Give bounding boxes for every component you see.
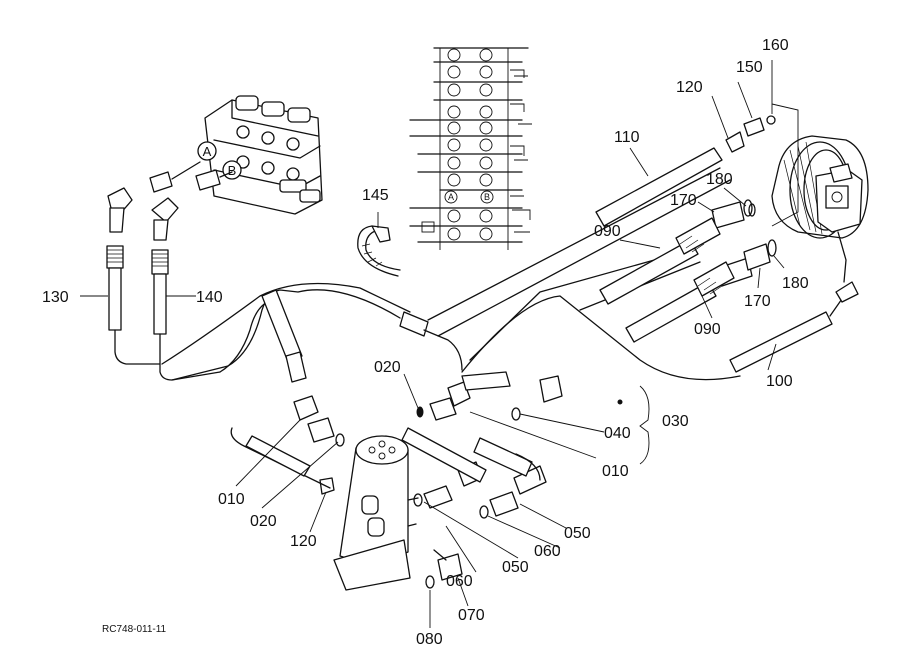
label-170-right: 170 <box>744 293 771 310</box>
label-080: 080 <box>416 631 443 648</box>
label-140: 140 <box>196 289 223 306</box>
tube-110 <box>595 147 723 227</box>
label-010-right: 010 <box>602 463 629 480</box>
reference-code: RC748-011-11 <box>102 624 167 635</box>
tube-090-lower <box>625 261 735 343</box>
label-010-left: 010 <box>218 491 245 508</box>
swivel-fittings <box>230 371 623 589</box>
label-070: 070 <box>458 607 485 624</box>
label-180-right: 180 <box>782 275 809 292</box>
port-a-marker <box>197 141 217 161</box>
travel-motor <box>771 103 869 283</box>
circuit-schematic: A B <box>409 47 532 250</box>
label-120-top: 120 <box>676 79 703 96</box>
valve-fittings <box>107 161 233 241</box>
pipe-lines <box>161 167 741 383</box>
label-060-right: 060 <box>534 543 561 560</box>
label-020-left: 020 <box>250 513 277 530</box>
label-120-bottom: 120 <box>290 533 317 550</box>
motor-fittings <box>711 115 777 287</box>
label-170-top: 170 <box>670 192 697 209</box>
label-050-right: 050 <box>564 525 591 542</box>
label-090-top: 090 <box>594 223 621 240</box>
tube-090-upper <box>599 217 721 305</box>
label-150: 150 <box>736 59 763 76</box>
label-110: 110 <box>614 129 640 146</box>
label-145: 145 <box>362 187 389 204</box>
label-180-top: 180 <box>706 171 733 188</box>
label-100: 100 <box>766 373 793 390</box>
hose-130 <box>106 245 161 365</box>
label-050-center: 050 <box>502 559 529 576</box>
control-valve: A B <box>197 95 323 215</box>
label-090-lower: 090 <box>694 321 721 338</box>
swivel-joint <box>333 435 419 591</box>
label-130: 130 <box>42 289 69 306</box>
schematic-port-a: A <box>448 192 454 202</box>
port-b-label: B <box>228 163 237 178</box>
clamp-145 <box>357 225 401 277</box>
leader-lines <box>80 60 785 628</box>
label-160: 160 <box>762 37 789 54</box>
label-040: 040 <box>604 425 631 442</box>
label-060-center: 060 <box>446 573 473 590</box>
port-a-label: A <box>203 144 212 159</box>
label-030: 030 <box>662 413 689 430</box>
hose-140 <box>151 249 221 381</box>
tube-100 <box>729 281 859 373</box>
label-020-top: 020 <box>374 359 401 376</box>
schematic-port-b: B <box>484 192 490 202</box>
part-labels: 160 150 120 110 180 170 090 180 170 090 … <box>42 37 809 648</box>
